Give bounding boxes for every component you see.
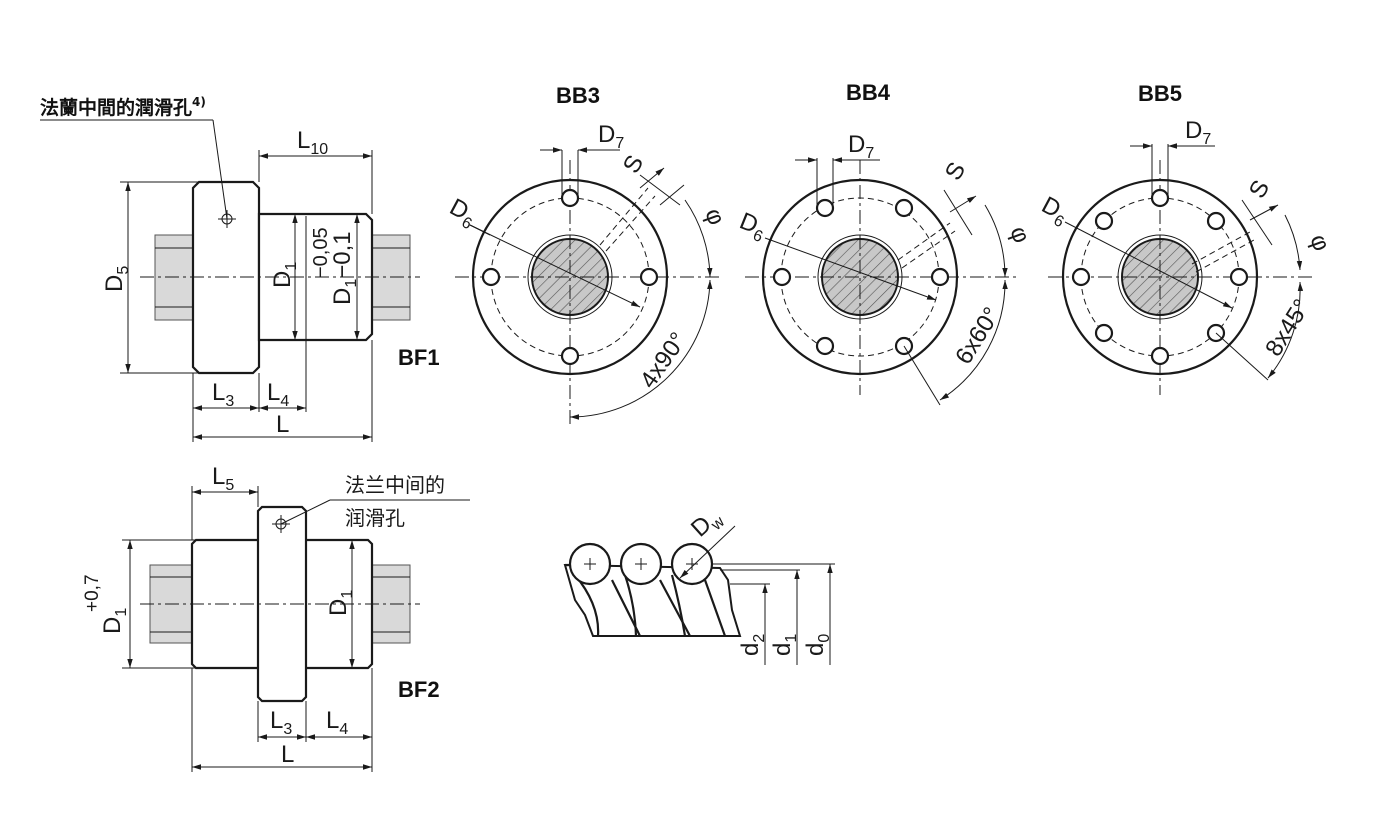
bf1-flange-note: 法蘭中間的潤滑孔4) (40, 95, 206, 119)
bb3-bolt-hole (639, 267, 659, 287)
bb5-dim-s: S (1244, 176, 1275, 203)
bb3-pattern: 4x90° (635, 327, 692, 393)
bb3-dim-s: S (618, 151, 649, 178)
bf2-dim-l4: L4 (326, 707, 348, 738)
bf1-dim-l10: L10 (297, 127, 328, 158)
bb4-title: BB4 (846, 80, 891, 105)
bf1-dim-l: L (276, 411, 289, 438)
bb4-bolt-hole (772, 267, 792, 287)
bf1-dim-d1-tol-upper: −0,05 (310, 227, 332, 278)
bf2-flange (256, 505, 308, 703)
bf2-title: BF2 (398, 677, 440, 702)
bf1-dim-d5: D5 (101, 266, 132, 292)
bf2-note-line2: 润滑孔 (345, 506, 405, 530)
bb3-title: BB3 (556, 83, 600, 108)
bb4-dim-d6: D6 (734, 208, 770, 247)
bb3-view: S D7 D6 φ 4x90° BB3 (445, 83, 730, 425)
bb4-dim-s: S (940, 158, 971, 185)
bb5-bolt-hole (1071, 267, 1091, 287)
bf2-view: L5 D1 +0,7 D1 L3 L4 L 法兰中间的 润滑孔 BF2 (82, 463, 470, 772)
thread-dim-d1: d1 (769, 634, 800, 656)
bf2-dim-l3: L3 (270, 707, 292, 738)
bb4-view: S D7 D6 φ 6x60° BB4 (734, 80, 1035, 406)
bb4-bolt-hole (815, 198, 835, 218)
bf2-note-line1: 法兰中间的 (345, 473, 445, 497)
bf1-title: BF1 (398, 345, 440, 370)
bb3-dim-phi: φ (699, 205, 730, 229)
bb5-title: BB5 (1138, 81, 1182, 106)
bb4-bolt-hole (930, 267, 950, 287)
bb5-dim-d7: D7 (1185, 117, 1211, 148)
bf1-dim-d1: D1 (269, 262, 300, 288)
bb4-dim-phi: φ (1004, 223, 1035, 247)
bb5-dim-phi: φ (1304, 231, 1335, 255)
bb3-bolt-hole (560, 346, 580, 366)
bb4-dim-d7: D7 (848, 131, 874, 162)
bb4-pattern: 6x60° (950, 303, 1006, 370)
thread-dim-d0: d0 (802, 634, 833, 656)
bb5-bolt-hole (1150, 346, 1170, 366)
bf1-dim-l3: L3 (212, 379, 234, 410)
bf1-dim-d1-tol: D1−0,1 (329, 231, 360, 305)
bb3-dim-d7: D7 (598, 121, 624, 152)
bf1-dim-l4: L4 (267, 379, 289, 410)
thread-detail: Dw d2 d1 d0 (563, 503, 835, 665)
bb5-bolt-hole (1150, 188, 1170, 208)
bf2-dim-d1-tol-sup: +0,7 (82, 574, 103, 612)
bb5-bolt-hole (1229, 267, 1249, 287)
bf2-dim-l5: L5 (212, 463, 234, 494)
thread-dim-dw: Dw (686, 503, 729, 546)
bb5-pattern: 8x45° (1260, 295, 1316, 362)
bb5-view: S D7 D6 φ 8x45° BB5 (1035, 81, 1335, 395)
bb5-bolt-hole (1206, 211, 1226, 231)
bb5-bolt-hole (1094, 211, 1114, 231)
bb4-bolt-hole (894, 198, 914, 218)
bb5-dim-d6: D6 (1035, 191, 1073, 231)
bb3-bolt-hole (560, 188, 580, 208)
bb5-bolt-hole (1094, 323, 1114, 343)
bb3-bolt-hole (481, 267, 501, 287)
bb4-bolt-hole (815, 336, 835, 356)
bf2-dim-l: L (281, 741, 294, 768)
bf2-dim-d1: D1 (325, 590, 356, 616)
bf2-dim-d1-tol: D1 (99, 608, 130, 634)
bf1-view: L10 D5 D1 D1−0,1 −0,05 L3 L4 L 法蘭中間的潤滑孔4… (40, 95, 440, 442)
thread-dim-d2: d2 (737, 634, 768, 656)
